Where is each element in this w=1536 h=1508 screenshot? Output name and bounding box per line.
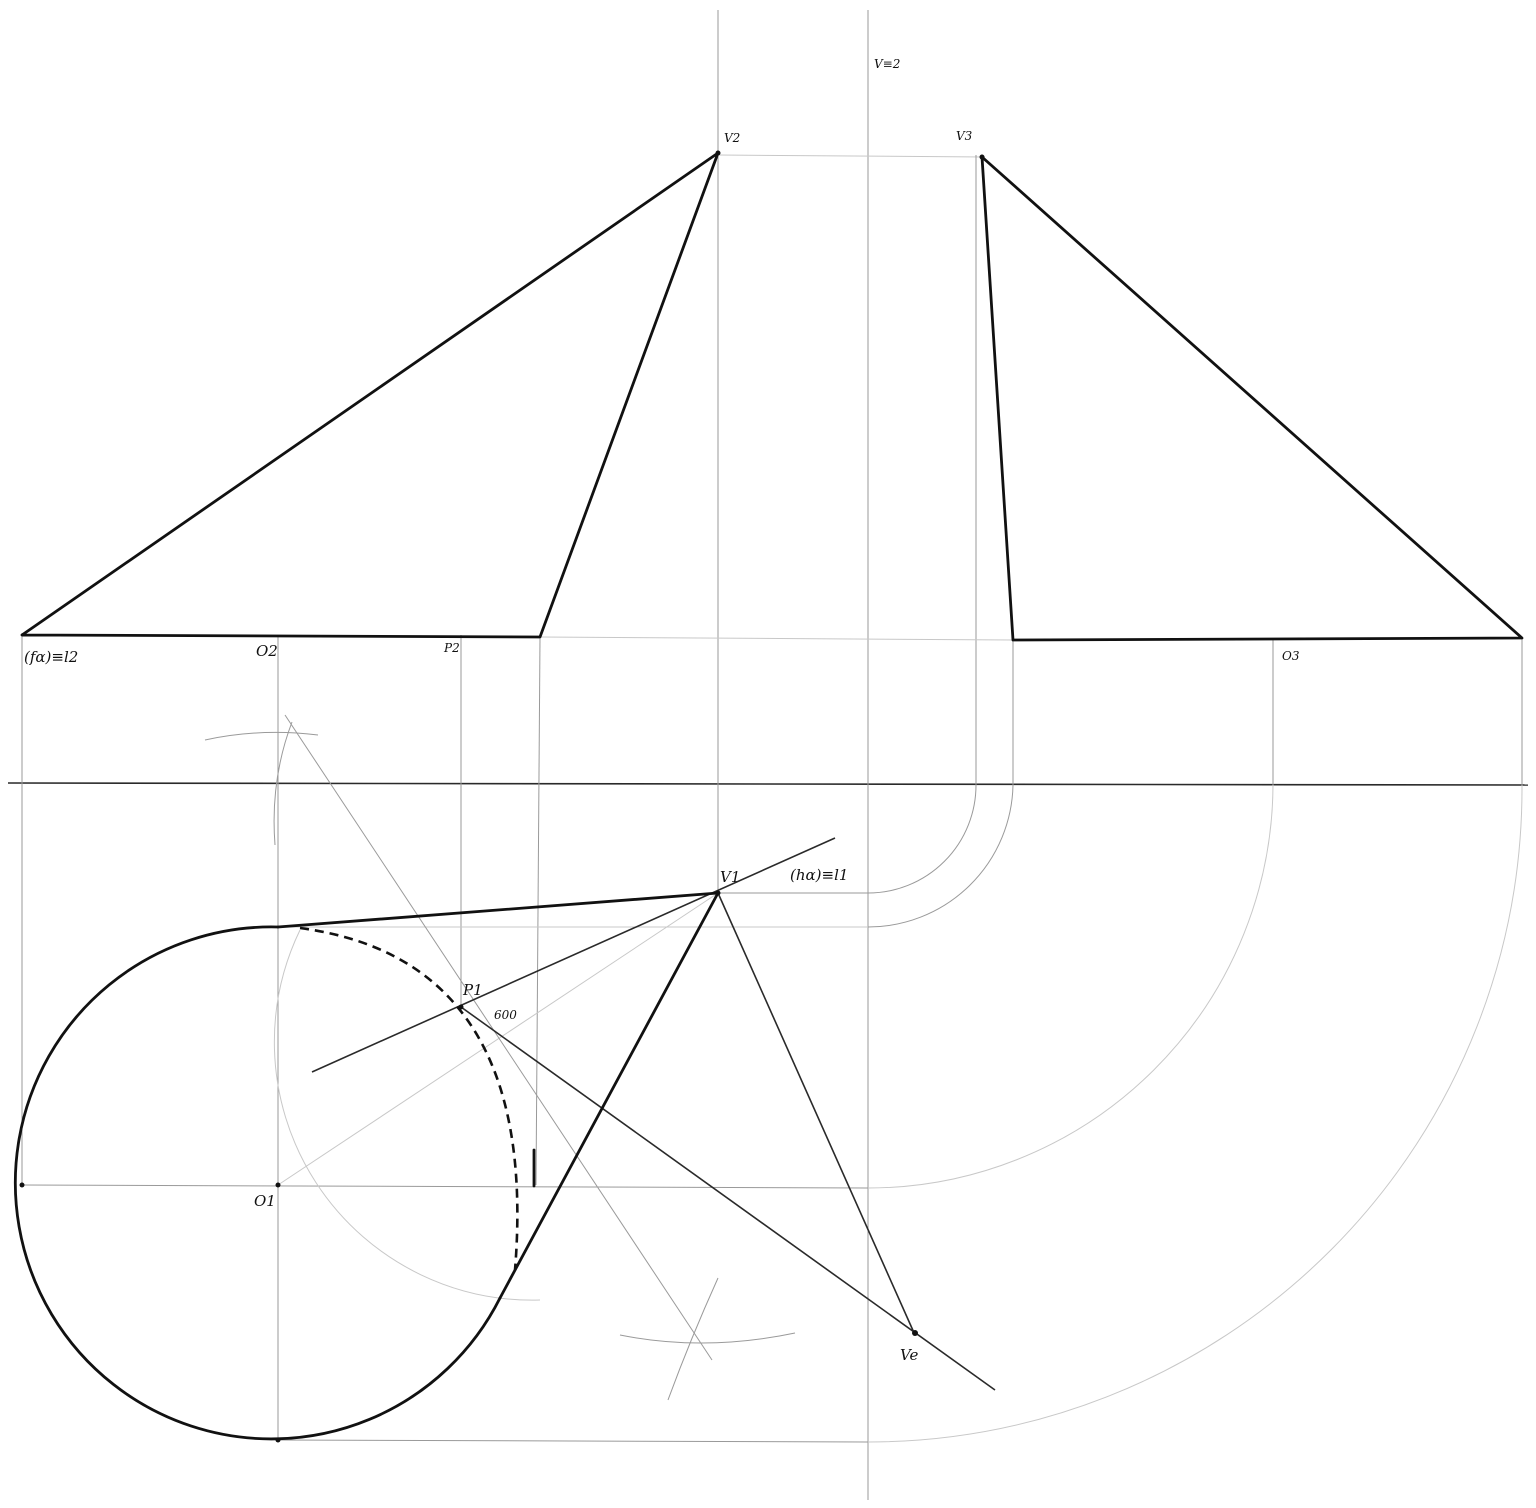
label-ve: Ve [900,1346,918,1364]
hidden-arc [299,926,519,1271]
label-v1: V1 [720,868,740,886]
construction-lines [7,10,1529,1500]
label-o3: O3 [1282,649,1300,663]
point-p1 [458,1004,464,1010]
label-v-equiv-2: V≡2 [874,57,900,71]
point-left-edge [19,1182,25,1188]
tangent-line-lower [498,891,720,1300]
compass-arc-lower [619,1332,796,1344]
label-angle-600: 600 [494,1008,517,1022]
compass-arc-upper [204,731,319,741]
base-corner-vertical [535,636,541,1186]
point-ve [912,1330,918,1336]
label-f-alpha-l2: (fα)≡l2 [24,648,78,666]
label-o1: O1 [254,1192,276,1210]
tangent-line-upper [276,891,720,929]
v1-o1-diagonal [277,892,719,1186]
large-rotation-arc-1 [867,784,1274,1189]
left-cone-outline [20,151,720,639]
label-v3: V3 [956,129,973,143]
label-o2: O2 [256,642,278,660]
ground-line [7,782,1529,786]
compass-arc-upper-v [273,721,293,846]
right-cone-outline [980,155,1524,642]
p1-ve-line [460,1006,996,1391]
o1-horizontal [21,1184,869,1189]
label-p1: P1 [462,981,483,999]
bottom-horizontal [277,1439,869,1443]
label-v2: V2 [724,131,740,145]
large-rotation-arc-2 [867,784,1523,1443]
label-p2: P2 [443,641,460,655]
small-rotation-arc-2 [867,784,1014,928]
point-o1 [275,1182,281,1188]
base-circle-outline [13,925,502,1441]
point-bottom [275,1437,281,1443]
hinge-line [311,837,836,1073]
elevation-view [20,151,1524,642]
plan-view [13,891,720,1441]
labels: V≡2 V2 V3 (fα)≡l2 O2 P2 O3 V1 (hα)≡l1 P1… [24,57,1300,1364]
point-v3 [979,154,985,160]
base-line-continuation [539,636,1014,641]
small-rotation-arc-1 [867,784,977,894]
compass-arc-lower-v [667,1277,719,1401]
point-v1 [715,890,721,896]
v2-v3-horizontal [717,154,986,158]
points [19,150,985,1443]
label-h-alpha-l1: (hα)≡l1 [790,866,848,884]
point-v2 [715,150,721,156]
long-construction-diagonal [284,714,713,1361]
v1-ve-line [717,892,916,1336]
o1-construction-arc [273,929,541,1301]
